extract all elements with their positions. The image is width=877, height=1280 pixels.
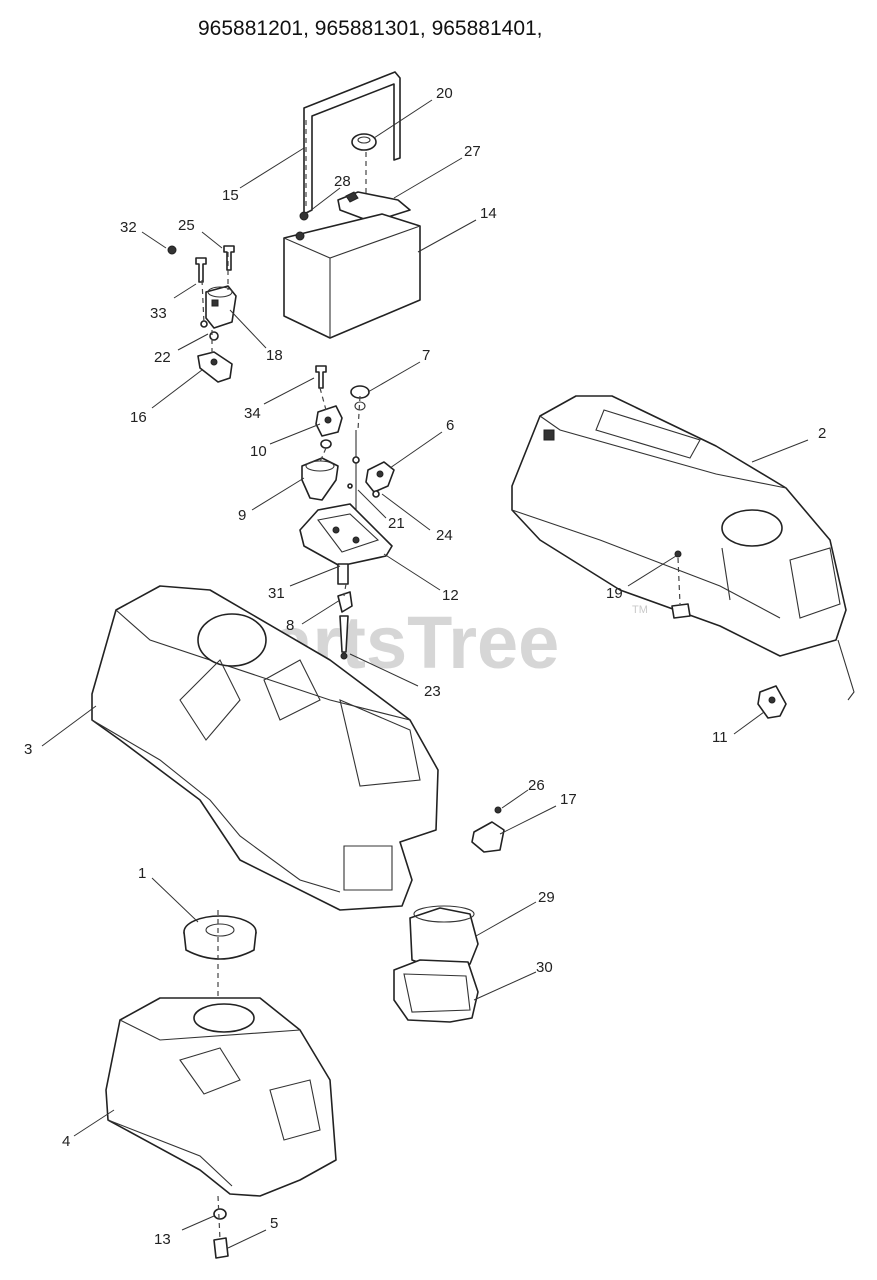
part-5-fuel-filter[interactable] bbox=[213, 1237, 229, 1259]
part-14-battery[interactable] bbox=[283, 211, 421, 339]
part-30-filter-cover[interactable] bbox=[393, 959, 479, 1023]
callout-6[interactable]: 6 bbox=[446, 417, 454, 434]
part-31-screw[interactable] bbox=[337, 563, 349, 585]
callout-13[interactable]: 13 bbox=[154, 1231, 171, 1248]
callout-17[interactable]: 17 bbox=[560, 791, 577, 808]
callout-9[interactable]: 9 bbox=[238, 507, 246, 524]
callout-12[interactable]: 12 bbox=[442, 587, 459, 604]
part-11-clip[interactable] bbox=[757, 685, 787, 719]
part-22-washer[interactable] bbox=[200, 320, 219, 341]
part-25-screw[interactable] bbox=[223, 245, 235, 271]
assembly-guide-lines bbox=[201, 120, 681, 1241]
callout-31[interactable]: 31 bbox=[268, 585, 285, 602]
watermark-trademark: TM bbox=[632, 604, 648, 616]
model-numbers-title: 965881201, 965881301, 965881401, bbox=[198, 17, 543, 40]
callout-19[interactable]: 19 bbox=[606, 585, 623, 602]
leader-lines bbox=[41, 99, 809, 1249]
callout-labels: 20 27 28 15 14 32 25 33 22 18 16 34 7 10… bbox=[24, 85, 826, 1248]
part-33-screw[interactable] bbox=[195, 257, 207, 283]
part-19-screw[interactable] bbox=[671, 550, 691, 619]
part-24-washer[interactable] bbox=[372, 490, 380, 498]
callout-30[interactable]: 30 bbox=[536, 959, 553, 976]
part-18-switch[interactable] bbox=[205, 285, 237, 329]
callout-15[interactable]: 15 bbox=[222, 187, 239, 204]
callout-24[interactable]: 24 bbox=[436, 527, 453, 544]
callout-21[interactable]: 21 bbox=[388, 515, 405, 532]
part-16-clip[interactable] bbox=[197, 351, 233, 383]
callout-32[interactable]: 32 bbox=[120, 219, 137, 236]
callout-5[interactable]: 5 bbox=[270, 1215, 278, 1232]
callout-33[interactable]: 33 bbox=[150, 305, 167, 322]
part-10-boot[interactable] bbox=[315, 405, 343, 449]
callout-34[interactable]: 34 bbox=[244, 405, 261, 422]
part-13-grommet[interactable] bbox=[213, 1208, 227, 1220]
part-8-bolt[interactable] bbox=[337, 591, 353, 613]
callout-11[interactable]: 11 bbox=[712, 729, 728, 746]
callout-26[interactable]: 26 bbox=[528, 777, 545, 794]
part-34-screw[interactable] bbox=[315, 365, 327, 389]
callout-29[interactable]: 29 bbox=[538, 889, 555, 906]
part-26-screw[interactable] bbox=[494, 806, 502, 814]
part-4-fuel-tank[interactable] bbox=[105, 997, 337, 1197]
part-1-fuel-cap[interactable] bbox=[183, 915, 257, 960]
callout-22[interactable]: 22 bbox=[154, 349, 171, 366]
part-3-housing[interactable] bbox=[91, 585, 439, 911]
callout-3[interactable]: 3 bbox=[24, 741, 32, 758]
part-23-pin[interactable] bbox=[339, 615, 349, 660]
callout-25[interactable]: 25 bbox=[178, 217, 195, 234]
callout-8[interactable]: 8 bbox=[286, 617, 294, 634]
part-21-pin[interactable] bbox=[347, 430, 360, 510]
callout-7[interactable]: 7 bbox=[422, 347, 430, 364]
callout-27[interactable]: 27 bbox=[464, 143, 481, 160]
part-20-grommet[interactable] bbox=[351, 133, 377, 151]
callout-16[interactable]: 16 bbox=[130, 409, 147, 426]
part-28-clip[interactable] bbox=[345, 191, 359, 203]
callout-28[interactable]: 28 bbox=[334, 173, 351, 190]
callout-14[interactable]: 14 bbox=[480, 205, 497, 222]
callout-10[interactable]: 10 bbox=[250, 443, 267, 460]
part-6-switch[interactable] bbox=[365, 461, 395, 493]
callout-2[interactable]: 2 bbox=[818, 425, 826, 442]
part-2-upper-shroud[interactable] bbox=[511, 395, 855, 701]
part-17-bracket[interactable] bbox=[471, 821, 505, 853]
callout-20[interactable]: 20 bbox=[436, 85, 453, 102]
part-32-nut[interactable] bbox=[167, 245, 177, 255]
part-12-plate[interactable] bbox=[299, 503, 393, 567]
callout-18[interactable]: 18 bbox=[266, 347, 283, 364]
callout-1[interactable]: 1 bbox=[138, 865, 146, 882]
part-9-knob[interactable] bbox=[301, 457, 339, 501]
callout-4[interactable]: 4 bbox=[62, 1133, 70, 1150]
callout-23[interactable]: 23 bbox=[424, 683, 441, 700]
